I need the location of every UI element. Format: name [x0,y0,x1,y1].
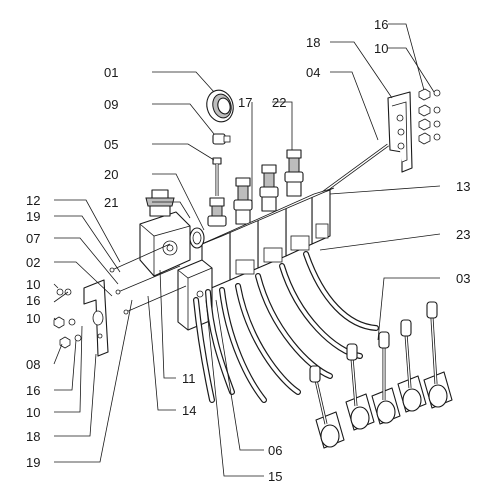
callout-10-b: 10 [26,311,40,326]
callout-02: 02 [26,255,40,270]
valve-bank-sections [201,187,335,293]
callout-04: 04 [306,65,320,80]
callout-16-b: 16 [26,383,40,398]
callout-19-b: 19 [26,455,40,470]
callout-16-top: 16 [374,17,388,32]
callout-09: 09 [104,97,118,112]
callout-07: 07 [26,231,40,246]
callout-17: 17 [238,95,252,110]
end-plate [177,259,213,331]
seal-ring [189,227,205,249]
callout-12: 12 [26,193,40,208]
valve-body-studs [109,243,187,315]
rear-mounting-bracket [387,91,413,173]
callout-10-a: 10 [26,277,40,292]
control-cables [193,251,379,403]
front-mounting-bracket [83,279,109,357]
gauge-fitting [212,133,231,145]
pressure-gauge [206,89,234,123]
callout-13: 13 [456,179,470,194]
callout-10-c: 10 [26,405,40,420]
bracket-bolts-top [418,88,441,145]
gauge-pipe [212,157,222,196]
callout-21: 21 [104,195,118,210]
callout-labels: 01 09 05 17 22 18 04 16 10 20 13 21 12 1… [26,17,470,484]
callout-15: 15 [268,469,282,484]
callout-03: 03 [456,271,470,286]
callout-10-top: 10 [374,41,388,56]
callout-16-a: 16 [26,293,40,308]
callout-05: 05 [104,137,118,152]
relief-cartridges [207,149,304,227]
callout-14: 14 [182,403,196,418]
callout-18-bottom: 18 [26,429,40,444]
callout-23: 23 [456,227,470,242]
callout-06: 06 [268,443,282,458]
inlet-cover [139,189,191,277]
callout-18-top: 18 [306,35,320,50]
callout-20: 20 [104,167,118,182]
leader-lines [53,23,441,477]
callout-08: 08 [26,357,40,372]
callout-01: 01 [104,65,118,80]
control-levers [309,301,453,449]
callout-22: 22 [272,95,286,110]
callout-19-a: 19 [26,209,40,224]
front-bolts [53,288,82,349]
callout-11: 11 [182,371,196,386]
